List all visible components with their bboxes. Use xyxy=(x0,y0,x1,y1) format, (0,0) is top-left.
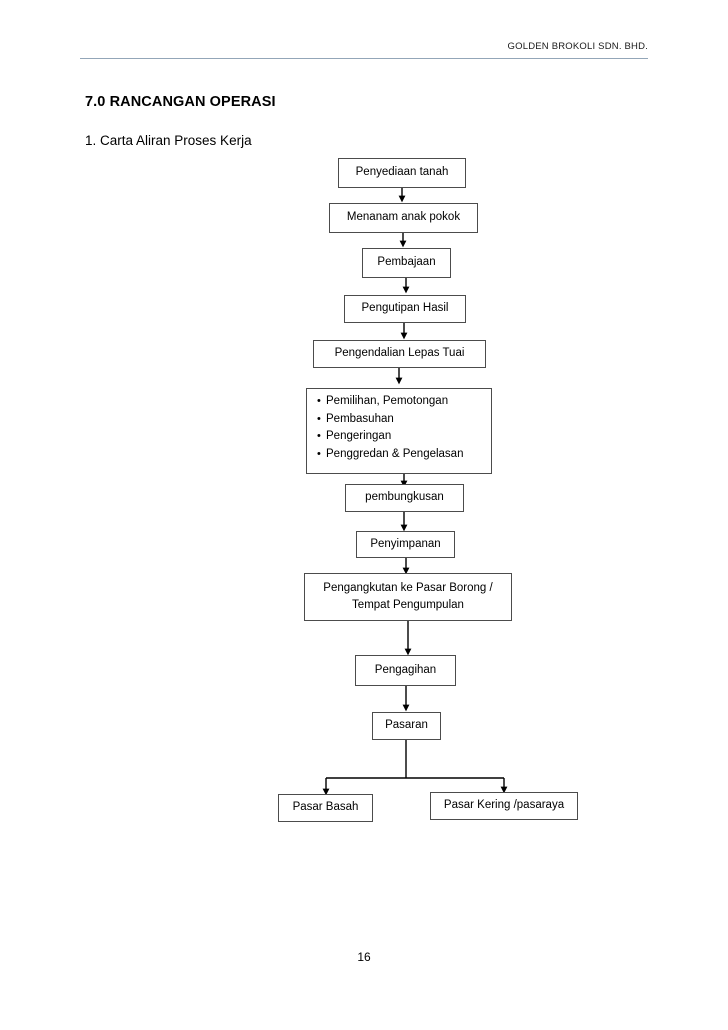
flow-node-label: Menanam anak pokok xyxy=(346,211,461,224)
flow-node-label: Pasaran xyxy=(385,719,428,732)
flow-node-label: Pengagihan xyxy=(374,663,437,676)
flow-node-pembajaan: Pembajaan xyxy=(362,248,451,278)
list-item: • Pengeringan xyxy=(317,431,491,443)
list-item-label: Pengeringan xyxy=(326,430,392,443)
flow-node-label: Pasar Basah xyxy=(292,801,359,814)
flow-node-pasaran: Pasaran xyxy=(372,712,441,740)
header-divider xyxy=(80,58,648,59)
list-item-label: Pembasuhan xyxy=(326,412,394,425)
page-number: 16 xyxy=(0,950,728,964)
flow-node-pengangkutan: Pengangkutan ke Pasar Borong / Tempat Pe… xyxy=(304,573,512,621)
flow-node-label: Pasar Kering /pasaraya xyxy=(443,799,565,812)
flow-node-pengendalian-lepas-tuai: Pengendalian Lepas Tuai xyxy=(313,340,486,368)
list-item-label: Pemilihan, Pemotongan xyxy=(326,395,449,407)
list-item: • Pembasuhan xyxy=(317,412,491,426)
list-item: • Pemilihan, Pemotongan xyxy=(317,395,491,408)
flow-node-label-line2: Tempat Pengumpulan xyxy=(352,599,464,611)
flow-node-label: Penyediaan tanah xyxy=(355,166,449,179)
flow-node-label: Penyimpanan xyxy=(370,537,441,550)
header-company-name: GOLDEN BROKOLI SDN. BHD. xyxy=(507,41,648,52)
flow-node-pemprosesan: • Pemilihan, Pemotongan • Pembasuhan • P… xyxy=(306,388,492,474)
page-number-value: 16 xyxy=(357,950,371,964)
bullet-icon: • xyxy=(317,447,321,460)
list-item: • Penggredan & Pengelasan xyxy=(317,447,491,461)
flow-node-pengagihan: Pengagihan xyxy=(355,655,456,686)
bullet-icon: • xyxy=(317,412,321,425)
flow-node-pembungkusan: pembungkusan xyxy=(345,484,464,512)
flow-node-label-line1: Pengangkutan ke Pasar Borong / xyxy=(323,582,493,595)
flow-node-pengutipan-hasil: Pengutipan Hasil xyxy=(344,295,466,323)
flow-node-menanam-anak-pokok: Menanam anak pokok xyxy=(329,203,478,233)
subsection-heading: 1. Carta Aliran Proses Kerja xyxy=(85,133,252,148)
bullet-icon: • xyxy=(317,395,321,407)
flow-node-label: Pengendalian Lepas Tuai xyxy=(334,347,465,360)
flow-node-label: pembungkusan xyxy=(365,491,444,504)
section-heading: 7.0 RANCANGAN OPERASI xyxy=(85,94,276,110)
flow-node-label: Pengutipan Hasil xyxy=(361,302,449,315)
list-item-label: Penggredan & Pengelasan xyxy=(326,447,464,460)
flow-node-penyimpanan: Penyimpanan xyxy=(356,531,455,558)
flow-node-penyediaan-tanah: Penyediaan tanah xyxy=(338,158,466,188)
flow-node-label: Pembajaan xyxy=(377,256,436,269)
bullet-icon: • xyxy=(317,430,321,443)
flow-node-pasar-kering: Pasar Kering /pasaraya xyxy=(430,792,578,820)
flow-node-pasar-basah: Pasar Basah xyxy=(278,794,373,822)
